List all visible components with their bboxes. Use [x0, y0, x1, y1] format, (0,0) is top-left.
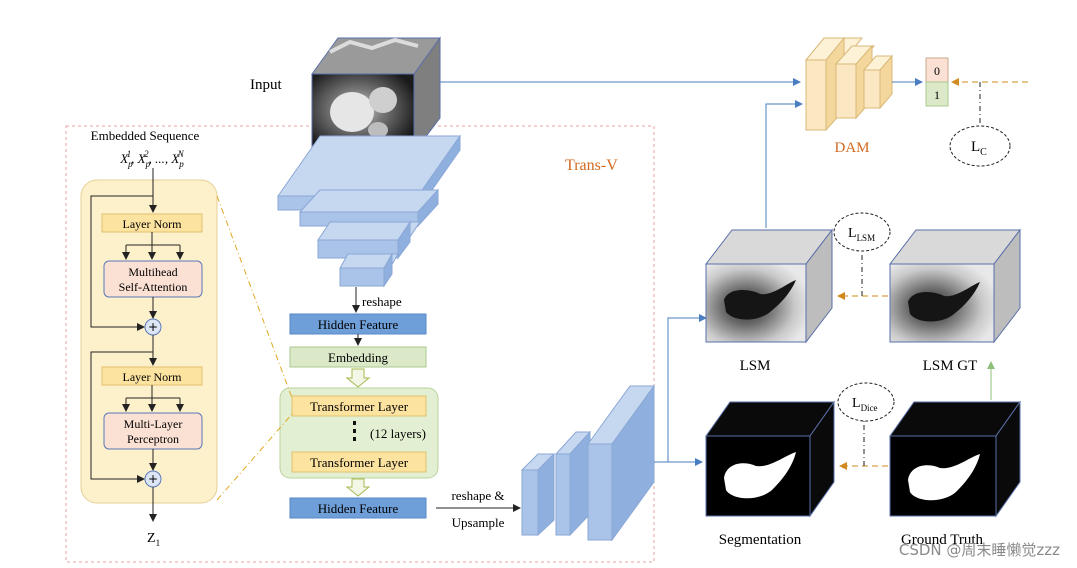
transformer-layer-last-label: Transformer Layer — [310, 455, 409, 470]
mlp-input-arrows — [122, 385, 184, 412]
loss-lc — [949, 125, 1011, 167]
lsm-gt-volume — [888, 228, 1022, 344]
embedded-sequence-label: Embedded Sequence — [91, 128, 200, 143]
embedding-box — [289, 346, 427, 368]
dam-label: DAM — [834, 140, 869, 156]
hollow-arrow-transformer — [345, 478, 371, 497]
arrow-lsm-to-dam — [765, 100, 803, 228]
mhsa-label-line1: Multihead — [128, 265, 177, 279]
dam-output-0-label: 0 — [934, 64, 940, 78]
input-label: Input — [250, 77, 282, 93]
loss-l-dice — [837, 382, 895, 422]
reshape-and-label: reshape & — [451, 488, 504, 503]
residual-connection-1 — [90, 195, 153, 331]
watermark: CSDN @周末睡懒觉zzz — [899, 541, 1060, 559]
layer-norm-2-label: Layer Norm — [123, 370, 183, 384]
layer-norm-1-label: Layer Norm — [123, 217, 183, 231]
ground-truth-volume — [889, 400, 1021, 518]
trans-v-label: Trans-V — [565, 157, 618, 174]
cnn-encoder — [277, 134, 461, 288]
mlp-label-line1: Multi-Layer — [124, 417, 183, 431]
attention-qkv-arrows — [122, 232, 184, 260]
lsm-label: LSM — [740, 358, 771, 374]
transformer-layer-last — [291, 451, 427, 473]
dam-output-1 — [925, 81, 949, 107]
hollow-arrow-embedding — [345, 368, 371, 388]
embedding-label: Embedding — [328, 350, 388, 365]
ground-truth-label: Ground Truth — [901, 532, 984, 548]
transformer-layer-first — [291, 395, 427, 417]
add-node-1-symbol: + — [148, 320, 158, 334]
output-z1: Z1 — [147, 531, 160, 548]
loss-l-lsm — [833, 212, 891, 252]
lsm-gt-label: LSM GT — [923, 358, 978, 374]
vertical-ellipsis-icon — [353, 421, 356, 441]
twelve-layers-label: (12 layers) — [370, 426, 426, 441]
segmentation-label: Segmentation — [719, 532, 802, 548]
lsm-volume — [704, 228, 834, 344]
loss-l-dice-label: LDice — [852, 396, 878, 413]
reshape-label: reshape — [362, 294, 402, 309]
zoom-connector-top — [216, 195, 293, 399]
cnn-decoder — [520, 384, 655, 542]
segmentation-volume — [705, 400, 835, 518]
transformer-layer-first-label: Transformer Layer — [310, 399, 409, 414]
hidden-feature-top-label: Hidden Feature — [318, 317, 399, 332]
arrow-decoder-to-lsm — [654, 314, 707, 463]
dam-module — [804, 36, 894, 132]
dam-output-1-label: 1 — [934, 88, 940, 102]
loss-l-lsm-label: LLSM — [848, 226, 875, 243]
mlp-label-line2: Perceptron — [127, 432, 179, 446]
hidden-feature-bottom — [289, 497, 427, 519]
upsample-label: Upsample — [452, 515, 505, 530]
residual-connection-2 — [90, 351, 153, 483]
hidden-feature-bottom-label: Hidden Feature — [318, 501, 399, 516]
patch-sequence: Xp1, Xp2, ..., XpN — [119, 149, 185, 169]
add-node-2-symbol: + — [148, 472, 158, 486]
mhsa-label-line2: Self-Attention — [119, 280, 188, 294]
zoom-connector-bottom — [216, 413, 293, 501]
input-volume — [311, 36, 441, 154]
loss-lc-label: LC — [971, 139, 987, 158]
